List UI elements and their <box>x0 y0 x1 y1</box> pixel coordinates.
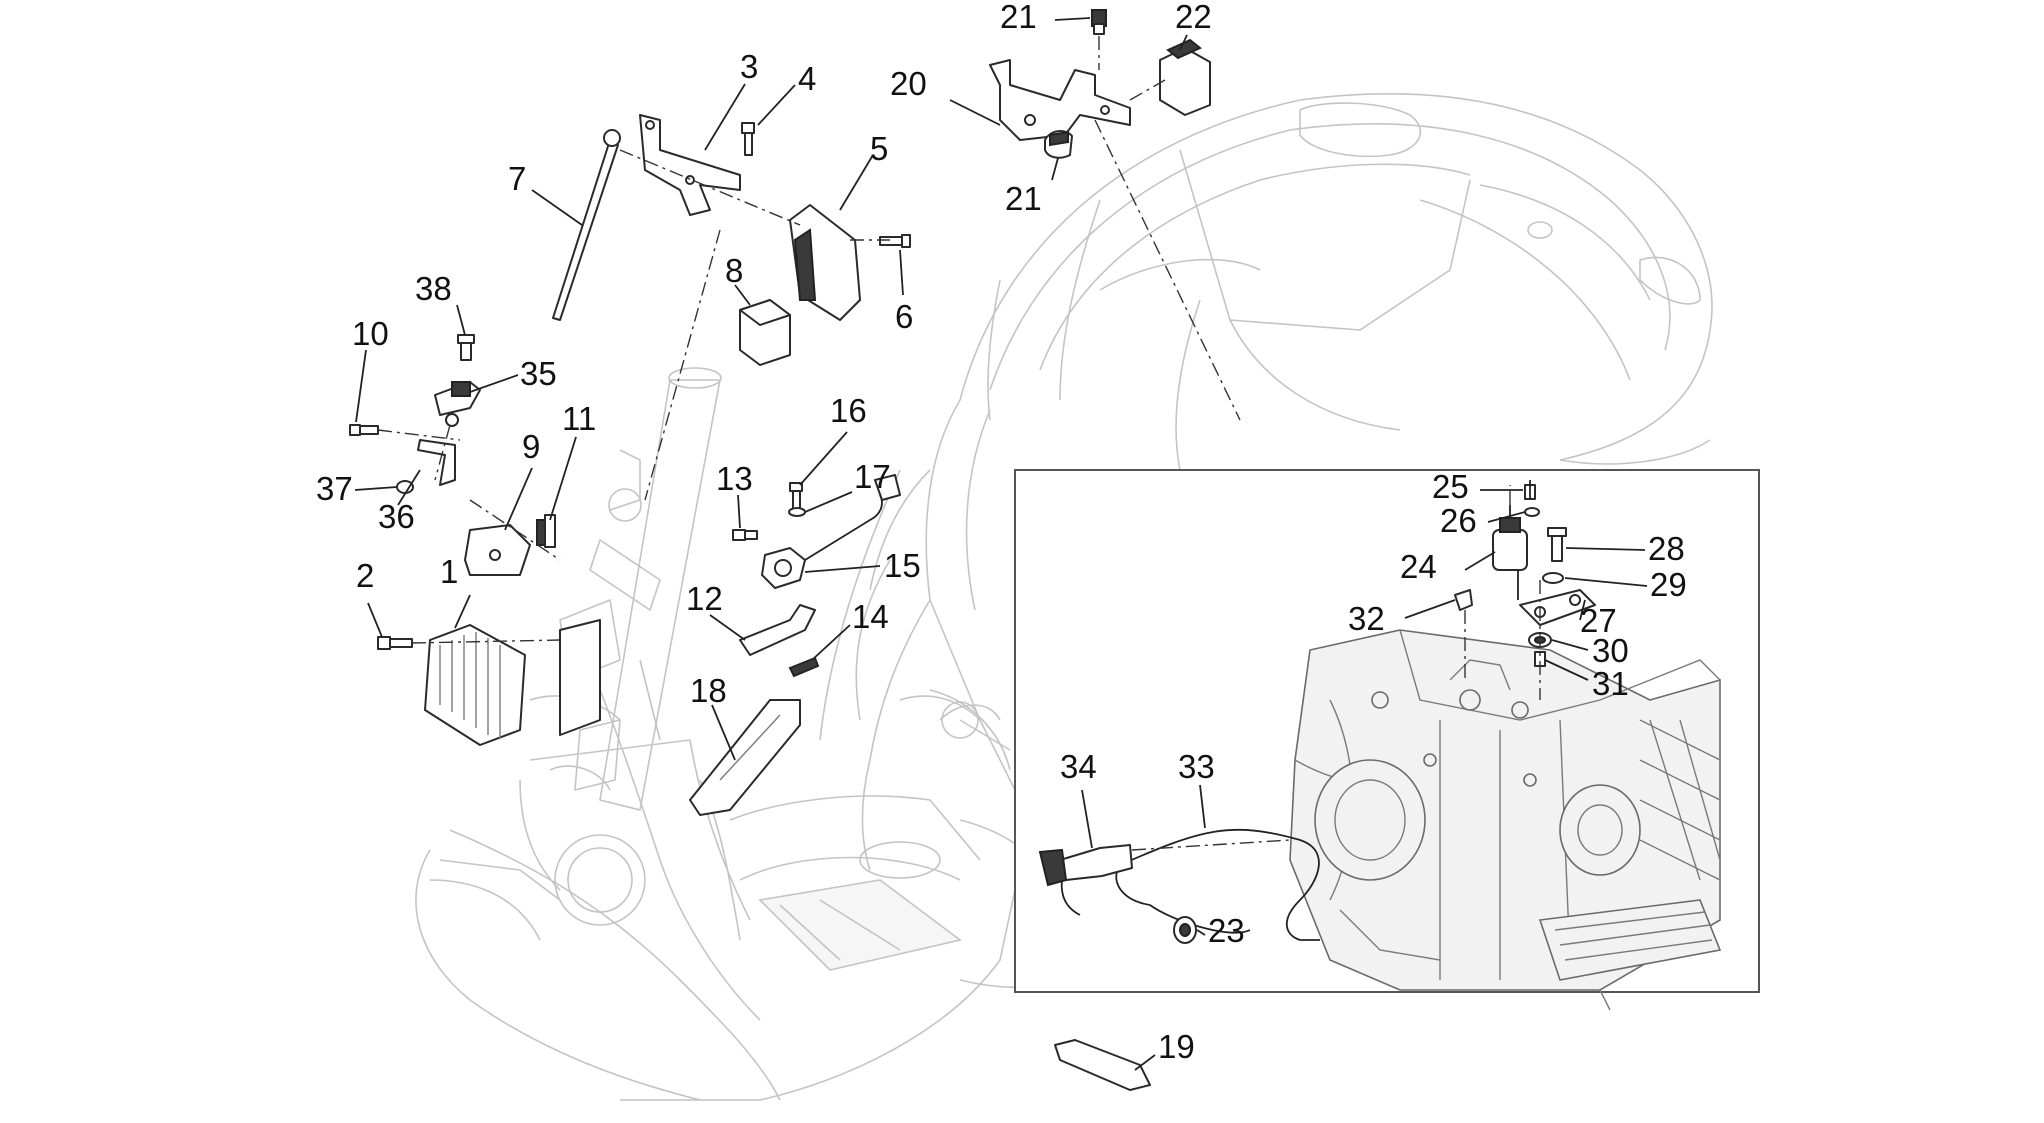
washer-26 <box>1524 507 1540 517</box>
callout-9: 9 <box>522 428 540 465</box>
screw-25 <box>1524 480 1536 500</box>
callout-12: 12 <box>686 580 723 617</box>
plate-36 <box>417 439 456 486</box>
clip-21-bottom <box>1044 130 1073 159</box>
callout-33: 33 <box>1178 748 1215 785</box>
callout-labels: 1 2 3 4 5 6 7 8 9 10 11 12 13 14 15 16 1… <box>316 0 1687 1065</box>
control-unit-5 <box>789 204 861 321</box>
callout-25: 25 <box>1432 468 1469 505</box>
callout-17: 17 <box>854 458 891 495</box>
regulator-mount-bracket <box>559 619 601 736</box>
callout-7: 7 <box>508 160 526 197</box>
callout-15: 15 <box>884 547 921 584</box>
bracket-35 <box>434 381 481 427</box>
bolt-4 <box>741 122 755 156</box>
callout-14: 14 <box>852 598 889 635</box>
callout-24: 24 <box>1400 548 1437 585</box>
callout-22: 22 <box>1175 0 1212 35</box>
bracket-27 <box>1519 589 1596 626</box>
screw-28 <box>1547 527 1567 562</box>
callout-leaders <box>354 17 1648 1071</box>
callout-1: 1 <box>440 553 458 590</box>
callout-18: 18 <box>690 672 727 709</box>
callout-5: 5 <box>870 130 888 167</box>
cable-tie-7 <box>552 129 621 321</box>
callout-2: 2 <box>356 557 374 594</box>
callout-34: 34 <box>1060 748 1097 785</box>
engine-inset-panel <box>1014 469 1760 1011</box>
callout-31: 31 <box>1592 665 1629 702</box>
callout-35: 35 <box>520 355 557 392</box>
bracket-3 <box>639 114 741 216</box>
nut-37 <box>396 480 414 494</box>
scooter-body-outline <box>415 93 1713 1101</box>
callout-11: 11 <box>562 400 596 437</box>
bracket-20 <box>989 59 1131 141</box>
bracket-9 <box>464 524 531 576</box>
callout-16: 16 <box>830 392 867 429</box>
callout-10: 10 <box>352 315 389 352</box>
relay-8 <box>739 299 791 366</box>
callout-21-top: 21 <box>1000 0 1037 35</box>
speed-sensor-34 <box>1038 839 1291 916</box>
callout-13: 13 <box>716 460 753 497</box>
bolt-10 <box>349 424 379 436</box>
bolt-13 <box>732 529 758 541</box>
grommet-23 <box>1173 916 1197 944</box>
engine-block <box>1289 629 1722 1011</box>
callout-23: 23 <box>1208 912 1245 949</box>
fuse-21-top <box>1091 9 1107 70</box>
voltage-regulator-1 <box>424 624 526 746</box>
callout-26: 26 <box>1440 502 1477 539</box>
washer-29 <box>1542 572 1564 584</box>
washer-17 <box>788 507 806 517</box>
callout-30: 30 <box>1592 632 1629 669</box>
callout-32: 32 <box>1348 600 1385 637</box>
callout-27: 27 <box>1580 602 1617 639</box>
connector-11 <box>536 514 556 548</box>
bolt-6 <box>879 234 911 248</box>
callout-36: 36 <box>378 498 415 535</box>
callout-8: 8 <box>725 252 743 289</box>
starter-relay-24 <box>1492 485 1528 600</box>
bolt-16 <box>789 482 803 510</box>
cover-18 <box>689 699 801 816</box>
callout-21-bottom: 21 <box>1005 180 1042 217</box>
fuse-box-22 <box>1159 38 1211 116</box>
sensor-15 <box>761 474 901 589</box>
connector-14 <box>788 656 820 678</box>
bolt-2 <box>377 636 413 650</box>
callout-37: 37 <box>316 470 353 507</box>
callout-28: 28 <box>1648 530 1685 567</box>
cover-19 <box>1054 1039 1151 1091</box>
bracket-12 <box>739 604 816 656</box>
callout-20: 20 <box>890 65 927 102</box>
callout-4: 4 <box>798 60 816 97</box>
callout-3: 3 <box>740 48 758 85</box>
callout-19: 19 <box>1158 1028 1195 1065</box>
callout-6: 6 <box>895 298 913 335</box>
bolt-38 <box>457 334 475 361</box>
callout-38: 38 <box>415 270 452 307</box>
callout-29: 29 <box>1650 566 1687 603</box>
clip-32 <box>1454 589 1473 680</box>
